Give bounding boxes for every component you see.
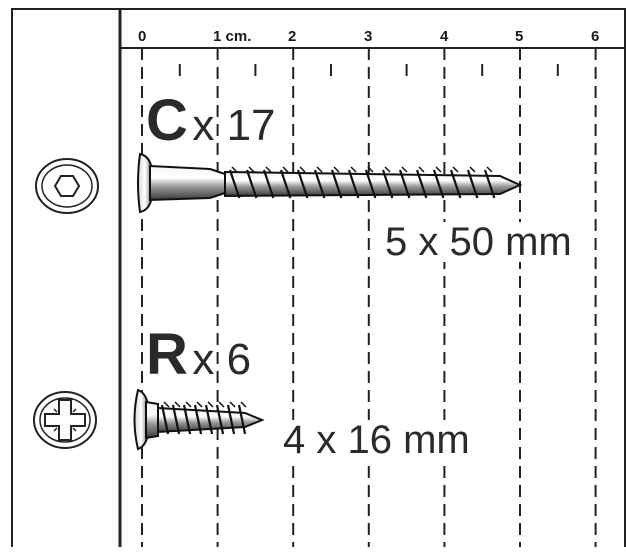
thread-crest	[185, 401, 192, 408]
thread-crest	[282, 166, 289, 173]
screw-c-letter: C	[146, 88, 188, 153]
screw-c-illustration	[137, 152, 523, 214]
thread-line	[296, 169, 309, 199]
thread-line	[364, 169, 377, 199]
thread-crest	[401, 166, 408, 173]
ruler-mark-1cm: 1 cm.	[213, 28, 252, 45]
thread-crest	[469, 166, 476, 173]
screw-r-illustration	[133, 388, 265, 451]
thread-line	[237, 404, 247, 435]
thread-line	[215, 404, 225, 435]
thread-line	[381, 169, 394, 199]
thread-line	[204, 404, 214, 435]
thread-crest	[218, 401, 225, 408]
thread-line	[262, 169, 275, 199]
ruler-minor-ticks	[178, 64, 559, 76]
screw-r-heading: R x 6	[146, 326, 251, 384]
ruler-mark-5: 5	[515, 28, 524, 45]
thread-line	[182, 404, 192, 435]
thread-crest	[299, 166, 306, 173]
hex-socket-icon	[35, 158, 99, 214]
ruler-gridlines	[141, 48, 597, 547]
thread-line	[415, 169, 428, 199]
thread-line	[228, 169, 241, 199]
screw-c-quantity: x 17	[192, 101, 276, 150]
thread-line	[279, 169, 292, 199]
thread-line	[226, 404, 236, 435]
thread-crest	[174, 401, 181, 408]
thread-crest	[163, 401, 170, 408]
ruler-mark-4: 4	[440, 28, 449, 45]
thread-line	[347, 169, 360, 199]
screw-c-heading: C x 17	[146, 92, 276, 150]
thread-line	[245, 169, 258, 199]
ruler-mark-0: 0	[138, 28, 147, 45]
thread-crest	[486, 166, 493, 173]
ruler-mark-2: 2	[288, 28, 297, 45]
ruler-mark-6: 6	[591, 28, 600, 45]
thread-crest	[333, 166, 340, 173]
thread-crest	[367, 166, 374, 173]
thread-crest	[229, 401, 236, 408]
screw-r-size: 4 x 16 mm	[279, 420, 474, 460]
ruler-mark-3: 3	[364, 28, 373, 45]
thread-line	[449, 169, 462, 199]
thread-crest	[240, 401, 247, 408]
thread-crest	[435, 166, 442, 173]
thread-crest	[231, 166, 238, 173]
thread-line	[398, 169, 411, 199]
screw-c-size: 5 x 50 mm	[381, 222, 576, 262]
thread-crest	[418, 166, 425, 173]
thread-crest	[350, 166, 357, 173]
thread-line	[171, 404, 181, 435]
screw-r-letter: R	[146, 322, 188, 387]
thread-line	[483, 169, 496, 199]
thread-line	[466, 169, 479, 199]
thread-crest	[265, 166, 272, 173]
thread-crest	[248, 166, 255, 173]
thread-line	[432, 169, 445, 199]
thread-crest	[452, 166, 459, 173]
thread-crest	[384, 166, 391, 173]
thread-line	[330, 169, 343, 199]
outer-frame	[11, 8, 626, 552]
thread-line	[193, 404, 203, 435]
thread-crest	[196, 401, 203, 408]
thread-crest	[316, 166, 323, 173]
thread-crest	[207, 401, 214, 408]
screw-r-quantity: x 6	[192, 335, 252, 384]
thread-line	[160, 404, 170, 435]
pozidriv-icon	[33, 391, 97, 449]
thread-line	[313, 169, 326, 199]
